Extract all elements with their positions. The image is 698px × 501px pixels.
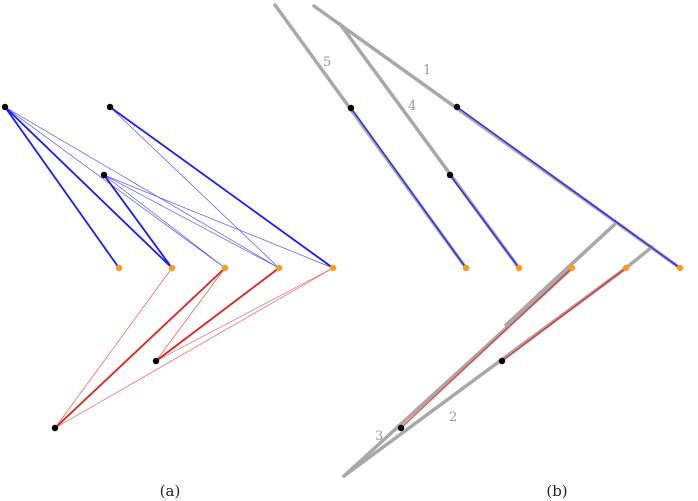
edge-thin [54, 267, 173, 429]
node-orange [115, 264, 123, 272]
node-orange [329, 264, 337, 272]
node-orange [462, 264, 470, 272]
node-orange [221, 264, 229, 272]
branch-label-5: 5 [323, 55, 331, 70]
orange-nodes [115, 264, 337, 272]
tree-orange-nodes [462, 264, 684, 272]
path-red [501, 267, 627, 362]
edge-thin [103, 174, 280, 269]
node-orange [568, 264, 576, 272]
red-thick-edges [54, 267, 280, 429]
edge-thick [54, 267, 226, 429]
node-black [1, 103, 9, 111]
edge-thick [4, 106, 120, 269]
node-orange [676, 264, 684, 272]
node-black [106, 103, 114, 111]
edge-thin [103, 174, 334, 269]
node-black [51, 424, 59, 432]
tree-red-paths [400, 267, 627, 429]
node-orange [622, 264, 630, 272]
node-orange [515, 264, 523, 272]
edge-thin [155, 267, 226, 362]
caption-a: (a) [160, 482, 181, 500]
edge-thick [155, 267, 280, 362]
branch-label-1: 1 [423, 63, 431, 78]
node-black [498, 357, 506, 365]
black-nodes [1, 103, 160, 432]
path-blue [456, 106, 681, 269]
path-red [400, 267, 573, 429]
node-black [152, 357, 160, 365]
node-orange [275, 264, 283, 272]
edge-thick [109, 106, 334, 269]
blue-thick-edges [4, 106, 334, 269]
edge-thin [103, 174, 226, 269]
edge-thin [155, 267, 334, 362]
node-orange [168, 264, 176, 272]
node-black [100, 171, 108, 179]
path-blue [350, 107, 467, 269]
branch-label-2: 2 [449, 410, 457, 425]
node-black [347, 104, 355, 112]
edge-thick [103, 174, 173, 269]
tree-black-nodes [347, 103, 506, 432]
blue-thin-edges [4, 106, 334, 269]
edge-thin [4, 106, 280, 269]
panel-a: (a) [1, 103, 337, 500]
branch-label-4: 4 [408, 99, 416, 114]
junction-right [536, 223, 616, 297]
red-thin-edges [54, 267, 334, 429]
caption-b: (b) [546, 482, 567, 500]
node-black [446, 171, 454, 179]
node-black [453, 103, 461, 111]
branch-label-3: 3 [375, 429, 383, 444]
node-black [397, 424, 405, 432]
tree-blue-paths [350, 106, 681, 269]
edge-thin [109, 106, 280, 269]
junction-branch2 [624, 245, 654, 270]
edge-thick [4, 106, 173, 269]
tree-branches [273, 3, 682, 478]
path-blue [449, 174, 520, 269]
panel-b: 5 1 4 2 3 (b) [273, 3, 684, 500]
edge-thin [54, 267, 334, 429]
edge-thin [4, 106, 226, 269]
